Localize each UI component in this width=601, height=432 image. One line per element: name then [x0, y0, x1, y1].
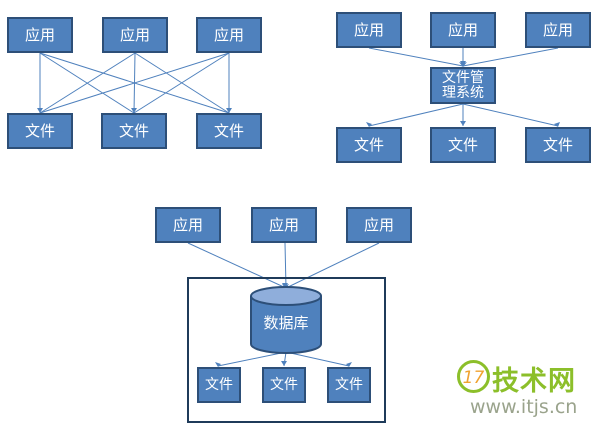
d2-file-label-1: 文件: [353, 136, 384, 154]
watermark-brand: 技术网: [492, 366, 576, 397]
d1-file-box-1: 文件: [7, 113, 73, 149]
d2-app-label-3: 应用: [542, 21, 573, 39]
d1-file-label-2: 文件: [118, 122, 149, 140]
watermark-logo-icon: 17: [457, 360, 490, 393]
d2-app-label-1: 应用: [353, 21, 384, 39]
d2-app-label-2: 应用: [447, 21, 478, 39]
d3-file-box-1: 文件: [197, 367, 241, 403]
d1-app-box-2: 应用: [102, 17, 168, 53]
d2-app-box-3: 应用: [525, 12, 591, 48]
d3-app-box-1: 应用: [155, 207, 221, 243]
d2-file-label-3: 文件: [542, 136, 573, 154]
d3-app-box-3: 应用: [346, 207, 412, 243]
database-system-frame: [187, 277, 386, 423]
d1-app-box-1: 应用: [7, 17, 73, 53]
d1-app-box-3: 应用: [196, 17, 262, 53]
d1-file-box-3: 文件: [196, 113, 262, 149]
d3-file-label-2: 文件: [270, 377, 298, 393]
d1-app-label-2: 应用: [119, 26, 150, 44]
d1-file-label-3: 文件: [213, 122, 244, 140]
d1-file-label-1: 文件: [24, 122, 55, 140]
d3-app-label-3: 应用: [363, 216, 394, 234]
d3-file-label-1: 文件: [205, 377, 233, 393]
database-label: 数据库: [263, 314, 309, 332]
database-cylinder-icon: [250, 286, 322, 354]
d3-app-box-2: 应用: [251, 207, 317, 243]
fms-label-line2: 理系统: [442, 84, 484, 101]
svg-text:17: 17: [463, 368, 485, 388]
d2-file-label-2: 文件: [447, 136, 478, 154]
d2-file-box-3: 文件: [525, 127, 591, 163]
file-management-system-box: 文件管 理系统: [430, 67, 496, 104]
d2-app-box-1: 应用: [336, 12, 402, 48]
d3-app-label-1: 应用: [172, 216, 203, 234]
d1-app-label-1: 应用: [24, 26, 55, 44]
fms-label-line1: 文件管: [442, 69, 484, 86]
d3-app-label-2: 应用: [268, 216, 299, 234]
d3-file-label-3: 文件: [335, 377, 363, 393]
d2-app-box-2: 应用: [430, 12, 496, 48]
d3-file-box-3: 文件: [327, 367, 371, 403]
d1-file-box-2: 文件: [101, 113, 167, 149]
d2-file-box-1: 文件: [336, 127, 402, 163]
watermark-url: www.itjs.cn: [470, 396, 578, 418]
d3-file-box-2: 文件: [262, 367, 306, 403]
d2-file-box-2: 文件: [430, 127, 496, 163]
d1-app-label-3: 应用: [213, 26, 244, 44]
